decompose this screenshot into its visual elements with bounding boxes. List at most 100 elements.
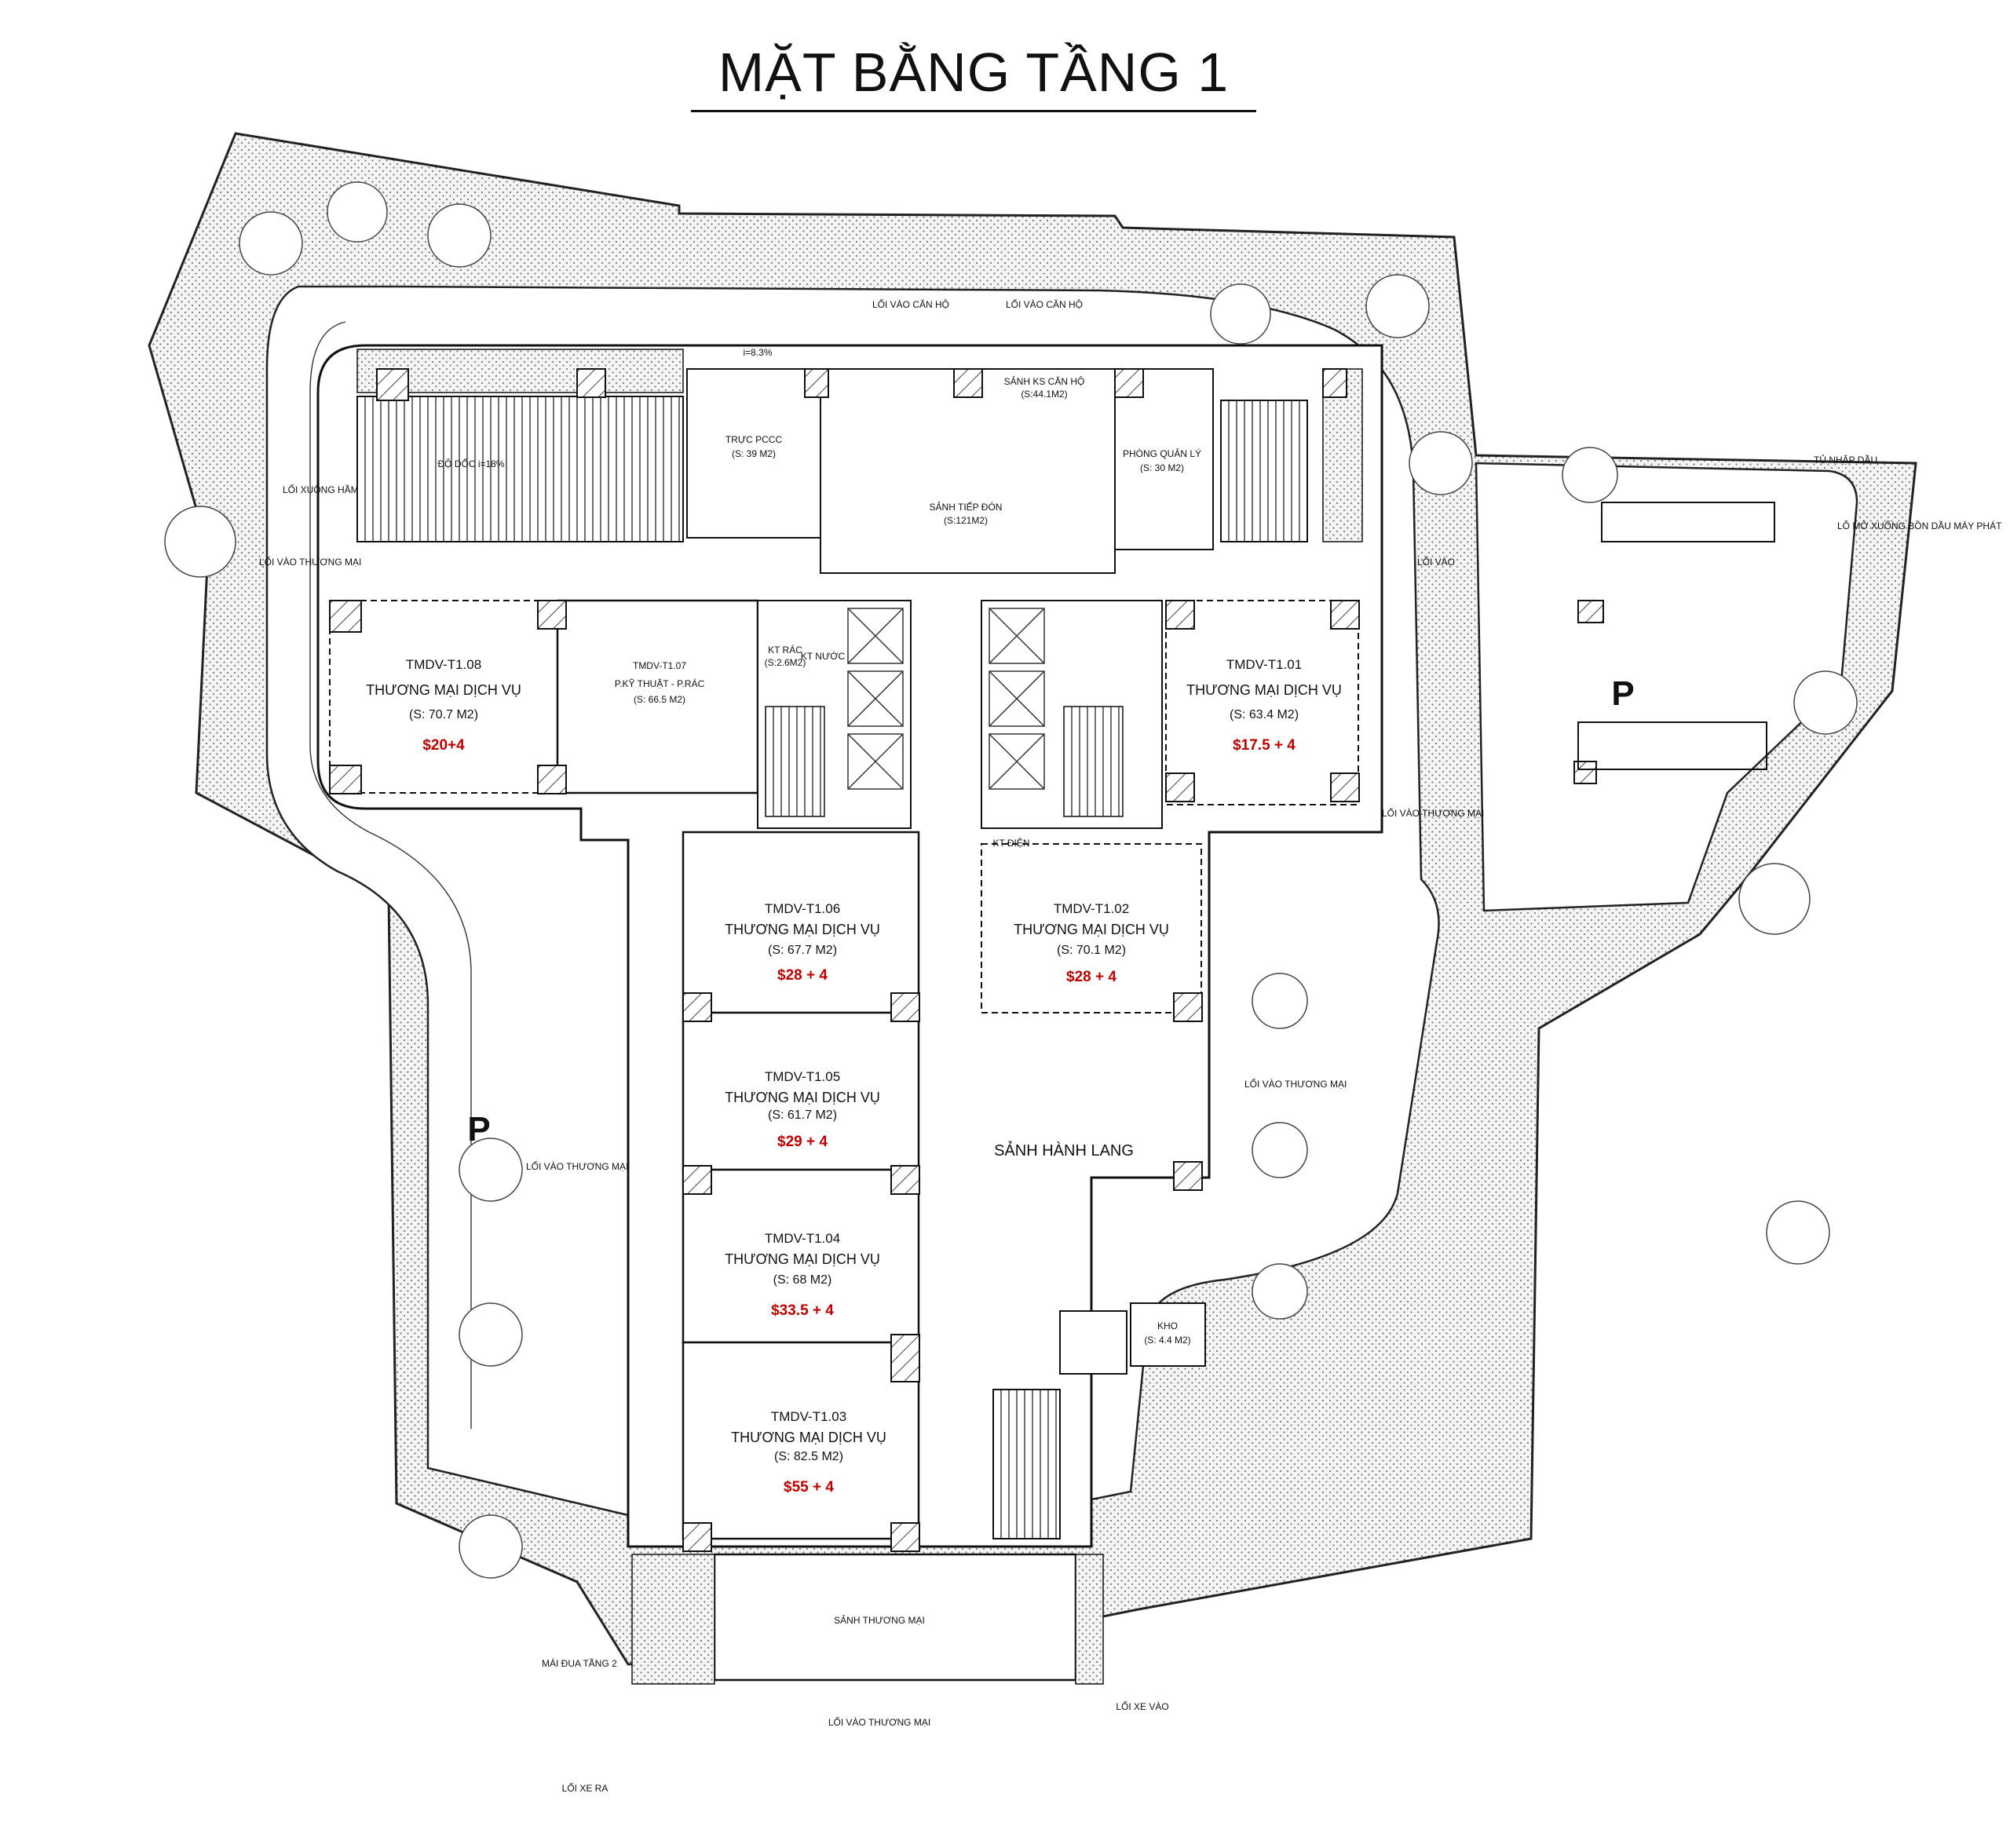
label-loi-xuong-ham: LỐI XUỐNG HẦM [283,484,359,495]
unit-name: THƯƠNG MẠI DỊCH VỤ [1186,682,1342,698]
room-kho [1130,1302,1206,1367]
unit-name: THƯƠNG MẠI DỊCH VỤ [725,922,880,937]
unit-code: TMDV-T1.04 [765,1231,840,1246]
unit-area: (S: 70.7 M2) [409,708,478,721]
unit-t107: TMDV-T1.07 P.KỸ THUẬT - P.RÁC (S: 66.5 M… [615,660,705,705]
label-loi-vao-can-ho-1: LỐI VÀO CĂN HỘ [872,298,949,310]
label-loi-vao-can-ho-2: LỐI VÀO CĂN HỘ [1006,298,1083,310]
unit-t106: TMDV-T1.06 THƯƠNG MẠI DỊCH VỤ (S: 67.7 M… [725,901,880,984]
label-loi-vao-tm-mid: LỐI VÀO THƯƠNG MẠI [1244,1078,1347,1090]
label-sanh-tiep-don: SẢNH TIẾP ĐÓN [930,501,1003,513]
label-loi-vao: LỐI VÀO [1417,556,1455,568]
label-loi-vao-tm-e: LỐI VÀO THƯƠNG MẠI [1382,807,1484,819]
unit-area: (S: 63.4 M2) [1230,708,1299,721]
label-kt-nuoc: KT NƯỚC [801,650,846,662]
unit-code: TMDV-T1.02 [1054,901,1129,916]
unit-code: TMDV-T1.08 [406,657,481,672]
unit-code: TMDV-T1.06 [765,901,840,916]
label-sanh-ks-area: (S:44.1M2) [1021,389,1067,400]
planter-se [1075,1554,1104,1685]
unit-name: THƯƠNG MẠI DỊCH VỤ [725,1251,880,1267]
unit-name: THƯƠNG MẠI DỊCH VỤ [731,1430,886,1445]
stair-core-east [1063,706,1124,817]
unit-name: THƯƠNG MẠI DỊCH VỤ [366,682,521,698]
unit-price: $33.5 + 4 [771,1302,834,1319]
label-mai-dua: MÁI ĐUA TẦNG 2 [542,1657,617,1669]
parking-stall-e [1577,721,1767,770]
parking-sign-east: P [1611,674,1634,713]
unit-code: TMDV-T1.05 [765,1069,840,1084]
label-do-doc: ĐỘ DỐC i=18% [437,458,504,469]
label-sanh-tiep-don-area: (S:121M2) [944,515,988,526]
parking-sign-west: P [467,1110,490,1149]
unit-t101: TMDV-T1.01 THƯƠNG MẠI DỊCH VỤ (S: 63.4 M… [1186,657,1342,754]
unit-code: TMDV-T1.07 [633,660,686,671]
unit-price: $17.5 + 4 [1233,737,1296,754]
unit-frame-t101 [1165,600,1359,805]
trees [164,181,1858,1579]
label-kho-area: (S: 4.4 M2) [1144,1335,1190,1346]
stair-core-west [765,706,825,817]
ramp-top-planter [356,349,684,393]
label-phong-quan-ly-area: (S: 30 M2) [1140,462,1184,473]
label-loi-vao-tm-w: LỐI VÀO THƯƠNG MẠI [526,1160,628,1172]
label-kho: KHO [1157,1320,1178,1331]
unit-frame-t105 [682,1011,920,1171]
unit-t108: TMDV-T1.08 THƯƠNG MẠI DỊCH VỤ (S: 70.7 M… [366,657,521,754]
label-sanh-thuong-mai: SẢNH THƯƠNG MẠI [834,1614,925,1626]
unit-code: TMDV-T1.01 [1226,657,1302,672]
unit-name: THƯƠNG MẠI DỊCH VỤ [725,1090,880,1105]
unit-price: $55 + 4 [784,1479,834,1496]
label-tu-nhap-dau: TỦ NHẬP DẦU [1814,454,1877,466]
unit-frame-t106 [682,831,920,1014]
columns [329,368,1604,1552]
planter-sw [631,1554,715,1685]
unit-name: P.KỸ THUẬT - P.RÁC [615,677,705,689]
unit-area: (S: 61.7 M2) [768,1108,837,1122]
unit-price: $29 + 4 [777,1134,828,1150]
lift-south [1059,1310,1127,1375]
label-kt-rac-area: (S:2.6M2) [765,657,806,668]
unit-frame-t104 [682,1168,920,1344]
unit-area: (S: 68 M2) [773,1273,832,1287]
label-kt-rac: KT RÁC [768,644,802,656]
unit-t102: TMDV-T1.02 THƯƠNG MẠI DỊCH VỤ (S: 70.1 M… [1014,901,1169,985]
label-loi-xe-ra: LỐI XE RA [562,1782,608,1794]
label-kt-dien: KT ĐIỆN [992,837,1029,849]
lift-shafts [847,608,1045,790]
unit-frame-t108 [329,600,558,794]
room-phong-quan-ly [1114,368,1214,550]
label-loi-xe-vao: LỐI XE VÀO [1116,1700,1168,1712]
road-centerline [309,321,472,1429]
unit-frame-t103 [682,1341,920,1540]
unit-t105: TMDV-T1.05 THƯƠNG MẠI DỊCH VỤ (S: 61.7 M… [725,1069,880,1150]
room-sanh-tiep-don [820,368,1116,574]
unit-frame-t107 [556,599,759,794]
unit-code: TMDV-T1.03 [771,1409,846,1424]
unit-area: (S: 66.5 M2) [634,694,685,705]
label-loi-vao-tm-s: LỐI VÀO THƯƠNG MẠI [828,1716,930,1728]
label-sanh-ks: SẢNH KS CĂN HỘ [1004,375,1085,387]
label-loi-vao-tm-nw: LỐI VÀO THƯƠNG MẠI [259,556,361,568]
unit-area: (S: 67.7 M2) [768,944,837,957]
stair-south [992,1389,1061,1539]
parking-stall-ne [1601,502,1775,542]
unit-price: $28 + 4 [777,967,828,984]
label-phong-quan-ly: PHÒNG QUẢN LÝ [1123,447,1201,459]
title-underline [691,110,1256,112]
stair-ne [1220,400,1308,542]
unit-t103: TMDV-T1.03 THƯƠNG MẠI DỊCH VỤ (S: 82.5 M… [731,1409,886,1496]
unit-area: (S: 82.5 M2) [774,1450,843,1463]
label-sanh-hanh-lang: SẢNH HÀNH LANG [994,1141,1134,1160]
unit-t104: TMDV-T1.04 THƯƠNG MẠI DỊCH VỤ (S: 68 M2)… [725,1231,880,1319]
basement-ramp [356,396,684,542]
unit-area: (S: 70.1 M2) [1057,944,1126,957]
unit-name: THƯƠNG MẠI DỊCH VỤ [1014,922,1169,937]
room-sanh-thuong-mai [713,1553,1077,1682]
unit-price: $20+4 [422,737,465,754]
label-slope: i=8.3% [743,347,772,358]
label-truc-pccc: TRỰC PCCC [725,434,783,445]
unit-price: $28 + 4 [1066,969,1116,985]
label-truc-pccc-area: (S: 39 M2) [732,448,776,459]
